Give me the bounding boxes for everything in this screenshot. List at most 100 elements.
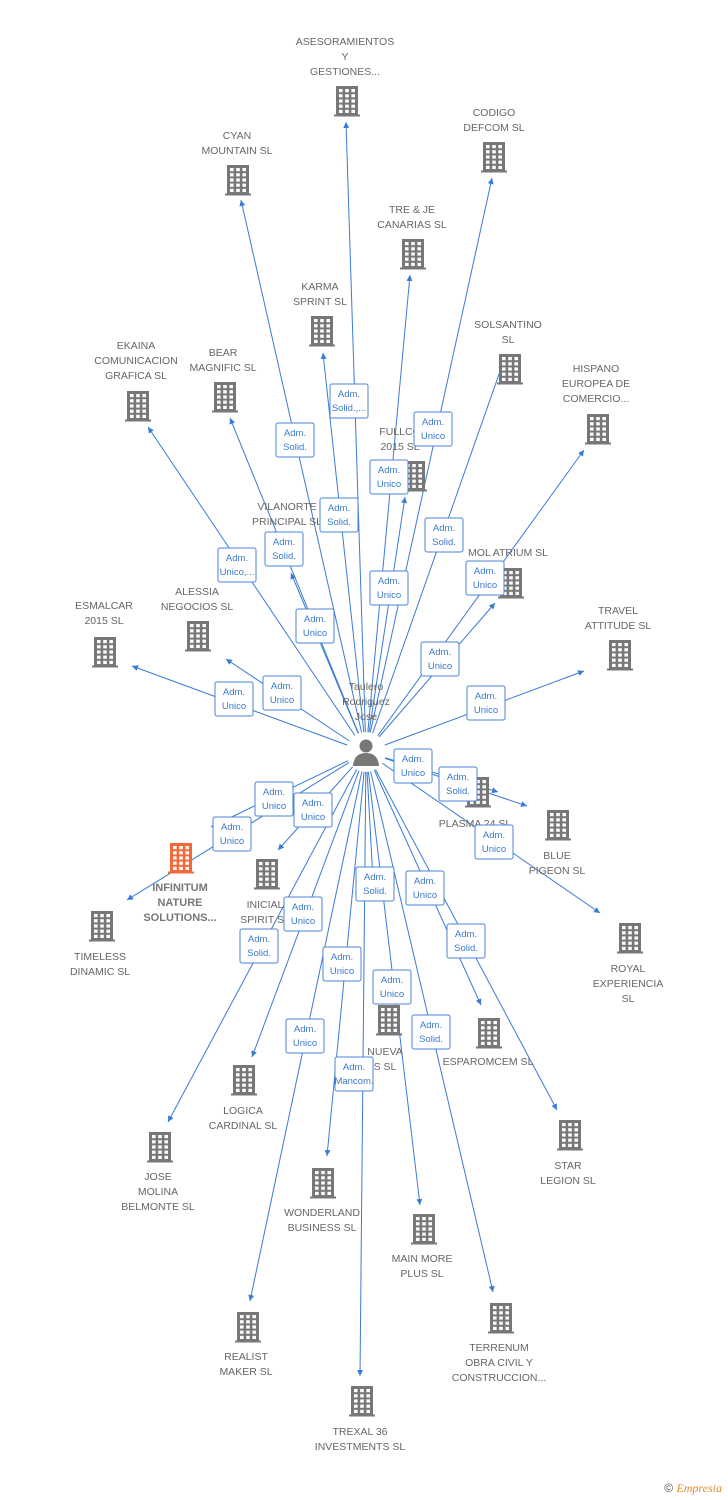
building-icon[interactable] <box>89 911 115 942</box>
company-label[interactable]: SOLUTIONS... <box>143 912 216 924</box>
company-node-wonderland[interactable]: WONDERLAND BUSINESS SL <box>284 1168 360 1234</box>
building-icon[interactable] <box>185 621 211 652</box>
edge-label-trexal[interactable]: Adm.Mancom. <box>334 1056 374 1092</box>
company-node-timeless[interactable]: TIMELESS DINAMIC SL <box>70 911 130 978</box>
edge-label-bear[interactable]: Adm.Solid. <box>264 531 304 567</box>
edge-label-esparomcem[interactable]: Adm.Unico <box>405 870 445 906</box>
edge-label-star[interactable]: Adm.Solid. <box>446 923 486 959</box>
edge-label-molatrium[interactable]: Adm.Unico <box>465 560 505 596</box>
company-label[interactable]: BELMONTE SL <box>121 1201 195 1213</box>
company-label[interactable]: MOL ATRIUM SL <box>468 547 548 559</box>
building-icon[interactable] <box>212 382 238 413</box>
company-label[interactable]: BLUE <box>543 850 570 862</box>
edge-label-esmalcar[interactable]: Adm.Unico <box>214 681 254 717</box>
edge-label-royal[interactable]: Adm.Unico <box>474 824 514 860</box>
company-label[interactable]: BEAR <box>209 347 238 359</box>
company-label[interactable]: ATTITUDE SL <box>585 620 651 632</box>
company-label[interactable]: DINAMIC SL <box>70 966 130 978</box>
building-icon[interactable] <box>585 414 611 445</box>
edge-label-jose[interactable]: Adm.Solid. <box>239 928 279 964</box>
company-label[interactable]: NATURE <box>157 897 202 909</box>
company-label[interactable]: PIGEON SL <box>529 865 586 877</box>
company-label[interactable]: INFINITUM <box>152 882 208 894</box>
edge-label-inicial[interactable]: Adm.Unico <box>293 792 333 828</box>
company-label[interactable]: EKAINA <box>117 340 156 352</box>
company-label[interactable]: LOGICA <box>223 1105 263 1117</box>
building-icon[interactable] <box>411 1214 437 1245</box>
company-label[interactable]: REALIST <box>224 1351 268 1363</box>
company-label[interactable]: MAKER SL <box>219 1366 272 1378</box>
company-label[interactable]: NEGOCIOS SL <box>161 601 234 613</box>
company-label[interactable]: DEFCOM SL <box>463 122 524 134</box>
company-label[interactable]: PRINCIPAL SL <box>252 516 322 528</box>
edge-label-nueva[interactable]: Adm.Solid. <box>355 866 395 902</box>
edge-label-cyan[interactable]: Adm.Solid. <box>275 422 315 458</box>
company-label[interactable]: CYAN <box>223 130 251 142</box>
edge-label-wonderland[interactable]: Adm.Unico <box>322 946 362 982</box>
company-label[interactable]: BUSINESS SL <box>288 1222 357 1234</box>
edge-label-mainmore[interactable]: Adm.Unico <box>372 969 412 1005</box>
building-icon[interactable] <box>557 1120 583 1151</box>
building-icon[interactable] <box>481 142 507 173</box>
company-label[interactable]: CONSTRUCCION... <box>452 1372 547 1384</box>
company-node-realist[interactable]: REALIST MAKER SL <box>219 1312 273 1378</box>
edge-label-infinitum[interactable]: Adm.Unico <box>254 781 294 817</box>
edge-label-trejeh[interactable]: Adm.Unico <box>369 459 409 495</box>
company-label[interactable]: ALESSIA <box>175 586 219 598</box>
company-label[interactable]: SPIRIT SL <box>240 914 290 926</box>
company-label[interactable]: GRAFICA SL <box>105 370 167 382</box>
company-label[interactable]: KARMA <box>301 281 338 293</box>
building-icon[interactable] <box>545 810 571 841</box>
company-label[interactable]: TERRENUM <box>469 1342 529 1354</box>
company-node-infinitum[interactable]: INFINITUM NATURE SOLUTIONS... <box>143 843 217 924</box>
company-label[interactable]: TIMELESS <box>74 951 126 963</box>
person-name[interactable]: Jose <box>355 711 377 723</box>
company-label[interactable]: SL <box>622 993 635 1005</box>
edge-label-travel[interactable]: Adm.Unico <box>466 685 506 721</box>
building-icon[interactable] <box>607 640 633 671</box>
company-label[interactable]: MAIN MORE <box>392 1253 453 1265</box>
company-node-molatrium[interactable]: MOL ATRIUM SL <box>468 547 548 599</box>
brand-logo[interactable]: Empresia <box>676 1481 722 1495</box>
building-icon[interactable] <box>349 1386 375 1417</box>
company-label[interactable]: EUROPEA DE <box>562 378 630 390</box>
building-icon[interactable] <box>310 1168 336 1199</box>
company-label[interactable]: COMERCIO... <box>563 393 630 405</box>
company-label[interactable]: MOLINA <box>138 1186 178 1198</box>
edge-label-terrenum[interactable]: Adm.Solid. <box>411 1014 451 1050</box>
edge-label-ekaina[interactable]: Adm.Unico,... <box>217 547 257 583</box>
edge-label-codigo[interactable]: Adm.Unico <box>413 411 453 447</box>
edge-label-logica[interactable]: Adm.Unico <box>283 896 323 932</box>
building-icon[interactable] <box>376 1005 402 1036</box>
edge-label-hispano[interactable]: Adm.Unico <box>420 641 460 677</box>
edge-label-blue[interactable]: Adm.Solid. <box>438 766 478 802</box>
company-label[interactable]: MOUNTAIN SL <box>202 145 273 157</box>
company-label[interactable]: STAR <box>554 1160 582 1172</box>
building-icon[interactable] <box>225 165 251 196</box>
edge-label-karma[interactable]: Adm.Solid. <box>319 497 359 533</box>
company-label[interactable]: ASESORAMIENTOS <box>296 36 394 48</box>
company-label[interactable]: INVESTMENTS SL <box>315 1441 406 1453</box>
company-label[interactable]: WONDERLAND <box>284 1207 360 1219</box>
company-label[interactable]: MAGNIFIC SL <box>189 362 256 374</box>
building-icon[interactable] <box>498 568 524 599</box>
building-icon[interactable] <box>309 316 335 347</box>
company-label[interactable]: 2015 SL <box>380 441 419 453</box>
building-icon[interactable] <box>231 1065 257 1096</box>
building-icon[interactable] <box>125 391 151 422</box>
company-label[interactable]: ESMALCAR <box>75 600 133 612</box>
person-name[interactable]: Rodriguez <box>342 696 390 708</box>
building-icon[interactable] <box>488 1303 514 1334</box>
